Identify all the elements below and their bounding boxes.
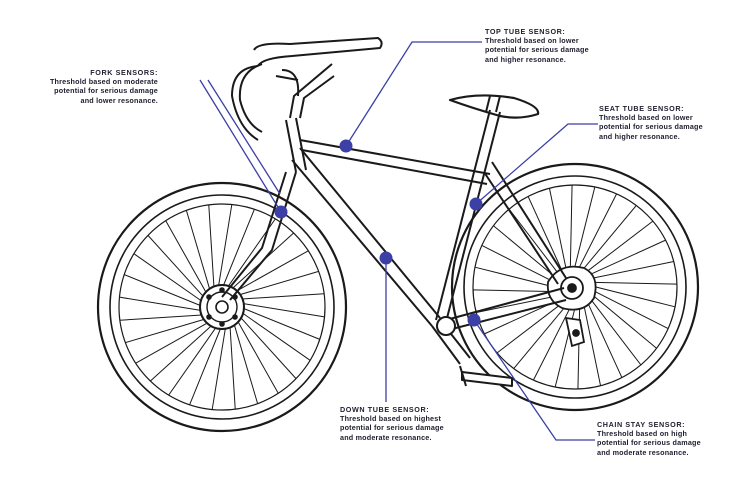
chain-stay-sensor-title: CHAIN STAY SENSOR: (597, 420, 686, 429)
wheel-spoke (235, 317, 279, 394)
wheel-spoke (508, 208, 564, 281)
callout-seat-tube (475, 123, 598, 205)
wheel-spoke (133, 253, 205, 304)
wheel-spoke (569, 185, 573, 274)
wheel-spoke (532, 300, 575, 381)
wheel-spoke (581, 220, 654, 276)
seat-tube-sensor-line: and higher resonance. (599, 131, 680, 141)
wheel-spoke (119, 296, 205, 312)
wheel-spoke (235, 270, 319, 297)
wheel-spoke (473, 289, 562, 293)
fork-sensor-line: and lower resonance. (80, 95, 158, 105)
seat-tube-sensor-title: SEAT TUBE SENSOR: (599, 104, 685, 113)
seat-tube-sensor-line: potential for serious damage (599, 122, 703, 132)
wheel-spoke (124, 274, 205, 308)
callout-fork-b (207, 79, 281, 195)
chain-stay-sensor-line: potential for serious damage (597, 438, 701, 448)
down-tube-sensor-line: Threshold based on highest (340, 414, 442, 424)
fork-sensor-line: Threshold based on moderate (49, 77, 158, 87)
wheel-spoke (239, 306, 320, 340)
wheel-spoke (150, 322, 215, 382)
rear-wheel (450, 162, 700, 412)
wheel-spoke (588, 281, 677, 285)
sensor-seat-tube (469, 197, 483, 211)
sensor-down-tube (379, 251, 393, 265)
wheel-spoke (474, 266, 562, 290)
wheel-spoke (168, 324, 219, 396)
chain-stay-sensor-line: and moderate resonance. (597, 447, 689, 457)
fork-sensor-line: potential for serious damage (54, 86, 158, 96)
callout-chain-stay (473, 319, 595, 441)
wheel-spoke (147, 235, 207, 300)
wheel-spoke (588, 284, 676, 308)
wheel-spoke (586, 260, 674, 280)
wheel-spoke (496, 298, 569, 354)
wheel-spoke (232, 320, 259, 404)
wheel-spoke (481, 244, 562, 287)
chain-stay-sensor-line: Threshold based on high (597, 429, 688, 439)
wheel-spoke (232, 250, 309, 294)
wheel-spoke (229, 323, 236, 410)
seat-tube-sensor-label: SEAT TUBE SENSOR: Threshold based on low… (599, 104, 729, 141)
down-tube-sensor-label: DOWN TUBE SENSOR: Threshold based on hig… (340, 405, 480, 442)
down-tube-sensor-title: DOWN TUBE SENSOR: (340, 405, 430, 414)
wheel-spoke (579, 205, 637, 275)
chain-stay-sensor-label: CHAIN STAY SENSOR: Threshold based on hi… (597, 420, 737, 457)
sensor-fork (274, 205, 288, 219)
wheel-spoke (208, 204, 215, 291)
wheel-spoke (221, 209, 255, 290)
wheel-spoke (587, 291, 657, 349)
callout-top-tube (345, 41, 482, 147)
top-tube-sensor-line: potential for serious damage (485, 45, 589, 55)
sensor-top-tube (339, 139, 353, 153)
bike-frame (221, 37, 567, 387)
rear-wheel-spokes (473, 185, 677, 389)
wheel-spoke (239, 310, 311, 361)
wheel-spoke (119, 314, 206, 321)
front-wheel (96, 181, 348, 433)
seat-tube-sensor-line: Threshold based on lower (599, 113, 693, 123)
wheel-spoke (588, 287, 669, 330)
down-tube-sensor-line: potential for serious damage (340, 423, 444, 433)
down-tube-sensor-line: and moderate resonance. (340, 432, 432, 442)
wheel-spoke (217, 204, 233, 290)
wheel-spoke (575, 193, 618, 274)
wheel-spoke (584, 239, 666, 278)
wheel-spoke (165, 220, 209, 297)
wheel-spoke (185, 210, 212, 294)
fork-sensor-title: FORK SENSORS: (90, 68, 158, 77)
wheel-spoke (584, 296, 623, 378)
wheel-spoke (554, 300, 578, 388)
callout-fork-a (199, 79, 282, 213)
sensor-chain-stay (467, 313, 481, 327)
wheel-spoke (586, 293, 642, 366)
wheel-spoke (237, 314, 297, 379)
wheel-spoke (238, 293, 325, 300)
top-tube-sensor-label: TOP TUBE SENSOR: Threshold based on lowe… (485, 27, 615, 64)
wheel-spoke (572, 186, 596, 274)
wheel-spoke (527, 196, 566, 278)
wheel-spoke (125, 317, 209, 344)
top-tube-sensor-line: Threshold based on lower (485, 36, 579, 46)
wheel-spoke (476, 294, 564, 314)
top-tube-sensor-line: and higher resonance. (485, 54, 566, 64)
wheel-spoke (239, 302, 325, 318)
fork-sensor-label: FORK SENSORS: Threshold based on moderat… (20, 68, 158, 105)
wheel-spoke (513, 299, 571, 369)
top-tube-sensor-title: TOP TUBE SENSOR: (485, 27, 566, 36)
wheel-spoke (189, 324, 223, 405)
wheel-spoke (582, 298, 602, 386)
wheel-spoke (211, 324, 227, 410)
wheel-spoke (135, 320, 212, 364)
sensor-dots (274, 139, 483, 327)
callout-lines (199, 41, 598, 441)
wheel-spoke (548, 188, 568, 276)
